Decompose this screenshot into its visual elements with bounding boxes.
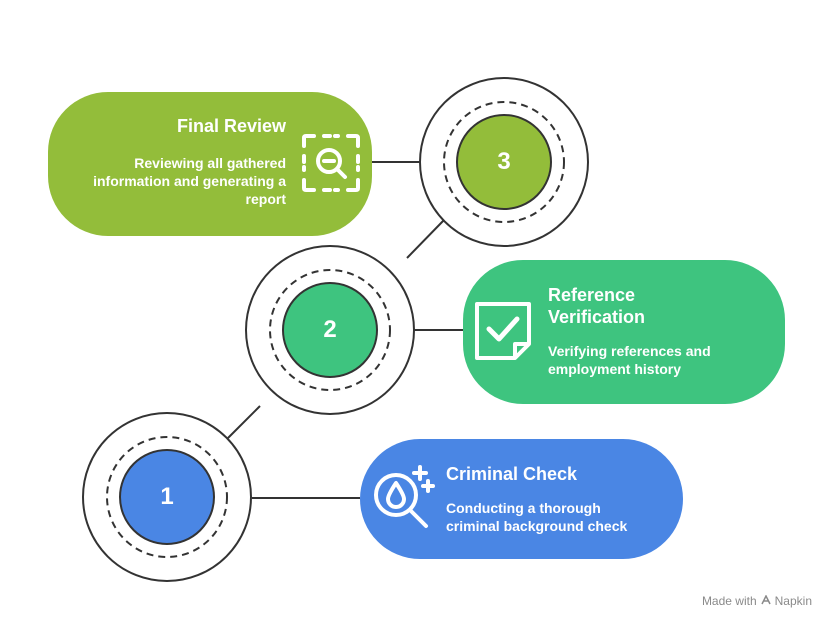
step-title: Final Review bbox=[176, 116, 286, 136]
step-card-reference-verification: Reference Verification Verifying referen… bbox=[463, 260, 785, 404]
step-number-1: 1 bbox=[160, 483, 174, 510]
step-circle-2 bbox=[245, 245, 415, 415]
step-title: Criminal Check bbox=[446, 464, 578, 484]
footer-prefix: Made with bbox=[701, 594, 757, 608]
step-description: Reviewing all gathered information and g… bbox=[93, 155, 286, 207]
made-with-napkin-footer[interactable]: Made with Napkin bbox=[702, 594, 812, 608]
step-description: Conducting a thorough criminal backgroun… bbox=[446, 500, 628, 534]
connector-1-2 bbox=[227, 405, 261, 439]
zoom-out-scan-icon bbox=[300, 132, 362, 194]
step-title: Reference Verification bbox=[548, 285, 646, 327]
napkin-logo-icon bbox=[760, 594, 771, 608]
footer-brand: Napkin bbox=[774, 594, 812, 608]
step-number-3: 3 bbox=[497, 148, 511, 175]
step-number-2: 2 bbox=[323, 316, 337, 343]
step-circle-3 bbox=[419, 77, 589, 247]
step-card-criminal-check: Criminal Check Conducting a thorough cri… bbox=[360, 439, 683, 559]
connector-2-3 bbox=[406, 219, 445, 259]
magnifier-drop-icon bbox=[368, 463, 438, 533]
checkmark-document-icon bbox=[471, 298, 537, 364]
step-circle-1 bbox=[82, 412, 252, 582]
step-card-final-review: Final Review Reviewing all gathered info… bbox=[48, 92, 372, 236]
step-description: Verifying references and employment hist… bbox=[548, 343, 711, 377]
